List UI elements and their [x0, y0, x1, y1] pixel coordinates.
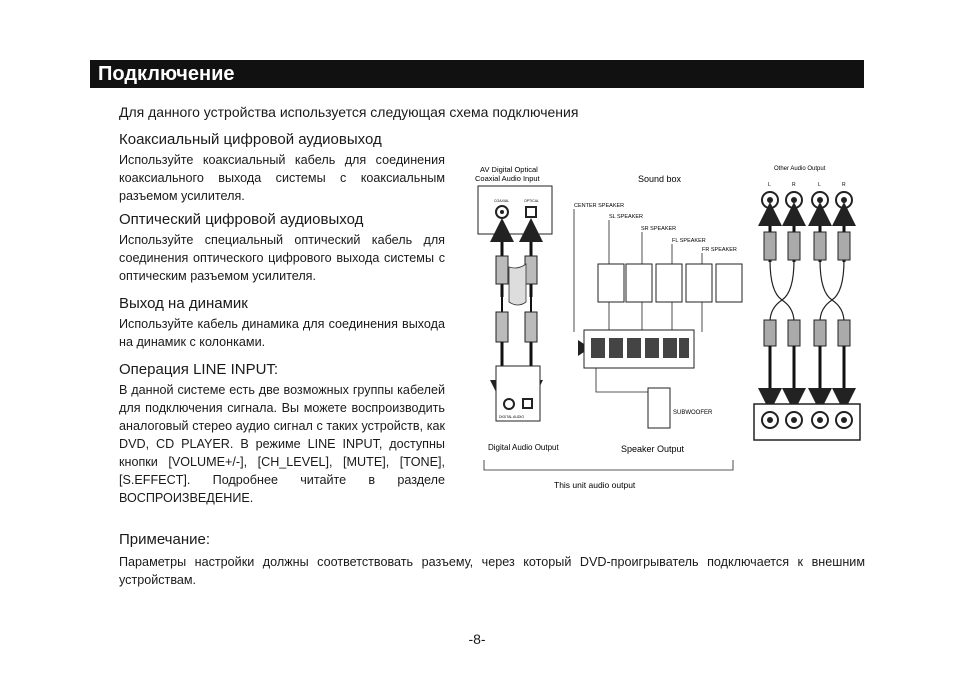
coaxial-plug-top — [495, 255, 509, 285]
note-block: Примечание: Параметры настройки должны с… — [119, 531, 865, 589]
coaxial-label: COAXIAL — [494, 199, 509, 203]
channel-r-label-2: R — [842, 182, 846, 188]
sr-speaker-label: SR SPEAKER — [641, 226, 676, 232]
center-speaker-label: CENTER SPEAKER — [574, 203, 624, 209]
speaker-center-icon — [597, 263, 625, 303]
speaker-sl-icon — [625, 263, 653, 303]
optical-plug-top — [524, 255, 538, 285]
coaxial-plug-bottom — [495, 311, 509, 343]
connection-diagram: AV Digital Optical Coaxial Audio Input C… — [466, 152, 876, 497]
section-body: Используйте кабель динамика для соединен… — [119, 317, 445, 349]
speaker-sr-icon — [655, 263, 683, 303]
channel-l-label-2: L — [818, 182, 821, 188]
section-optical: Оптический цифровой аудиовыход Используй… — [119, 211, 445, 285]
page-title: Подключение — [90, 60, 864, 88]
connection-diagram-svg: AV Digital Optical Coaxial Audio Input C… — [475, 165, 861, 490]
page-number: -8- — [468, 631, 486, 647]
speaker-fl-icon — [685, 263, 713, 303]
sl-speaker-label: SL SPEAKER — [609, 214, 643, 220]
section-coaxial: Коаксиальный цифровой аудиовыход Использ… — [119, 131, 445, 205]
digital-audio-output-label: Digital Audio Output — [488, 443, 559, 452]
intro-text: Для данного устройства используется след… — [119, 104, 579, 120]
section-body: Используйте коаксиальный кабель для соед… — [119, 153, 445, 203]
channel-r-label-1: R — [792, 182, 796, 188]
speaker-fr-icon — [715, 263, 743, 303]
optical-label: OPTICAL — [524, 199, 539, 203]
subwoofer-icon — [647, 387, 671, 429]
channel-l-label-1: L — [768, 182, 771, 188]
optical-jack-icon — [525, 206, 537, 218]
unit-audio-output-label: This unit audio output — [554, 480, 636, 490]
section-heading: Оптический цифровой аудиовыход — [119, 211, 364, 228]
note-body: Параметры настройки должны соответствова… — [119, 555, 865, 587]
other-audio-output-label: Other Audio Output — [774, 166, 826, 172]
section-line-input: Операция LINE INPUT: В данной системе ес… — [119, 361, 445, 507]
digital-audio-tag: DIGITAL AUDIO — [499, 415, 524, 419]
section-body: В данной системе есть две возможных груп… — [119, 383, 445, 505]
fl-speaker-label: FL SPEAKER — [672, 238, 706, 244]
speaker-output-label: Speaker Output — [621, 444, 685, 454]
note-heading: Примечание: — [119, 531, 210, 548]
subwoofer-label: SUBWOOFER — [673, 410, 713, 416]
av-input-label-2: Coaxial Audio Input — [475, 174, 541, 183]
digital-output-box — [495, 365, 541, 422]
optical-plug-bottom — [524, 311, 538, 343]
section-speaker-output: Выход на динамик Используйте кабель дина… — [119, 295, 445, 351]
coaxial-out-jack-icon — [503, 398, 515, 410]
av-input-box — [477, 185, 553, 235]
sound-box-label: Sound box — [638, 174, 682, 184]
section-heading: Операция LINE INPUT: — [119, 361, 279, 378]
optical-out-jack-icon — [522, 398, 533, 409]
av-input-label-1: AV Digital Optical — [480, 165, 538, 174]
fr-speaker-label: FR SPEAKER — [702, 247, 737, 253]
section-body: Используйте специальный оптический кабел… — [119, 233, 445, 283]
section-heading: Выход на динамик — [119, 295, 248, 312]
section-heading: Коаксиальный цифровой аудиовыход — [119, 131, 382, 148]
